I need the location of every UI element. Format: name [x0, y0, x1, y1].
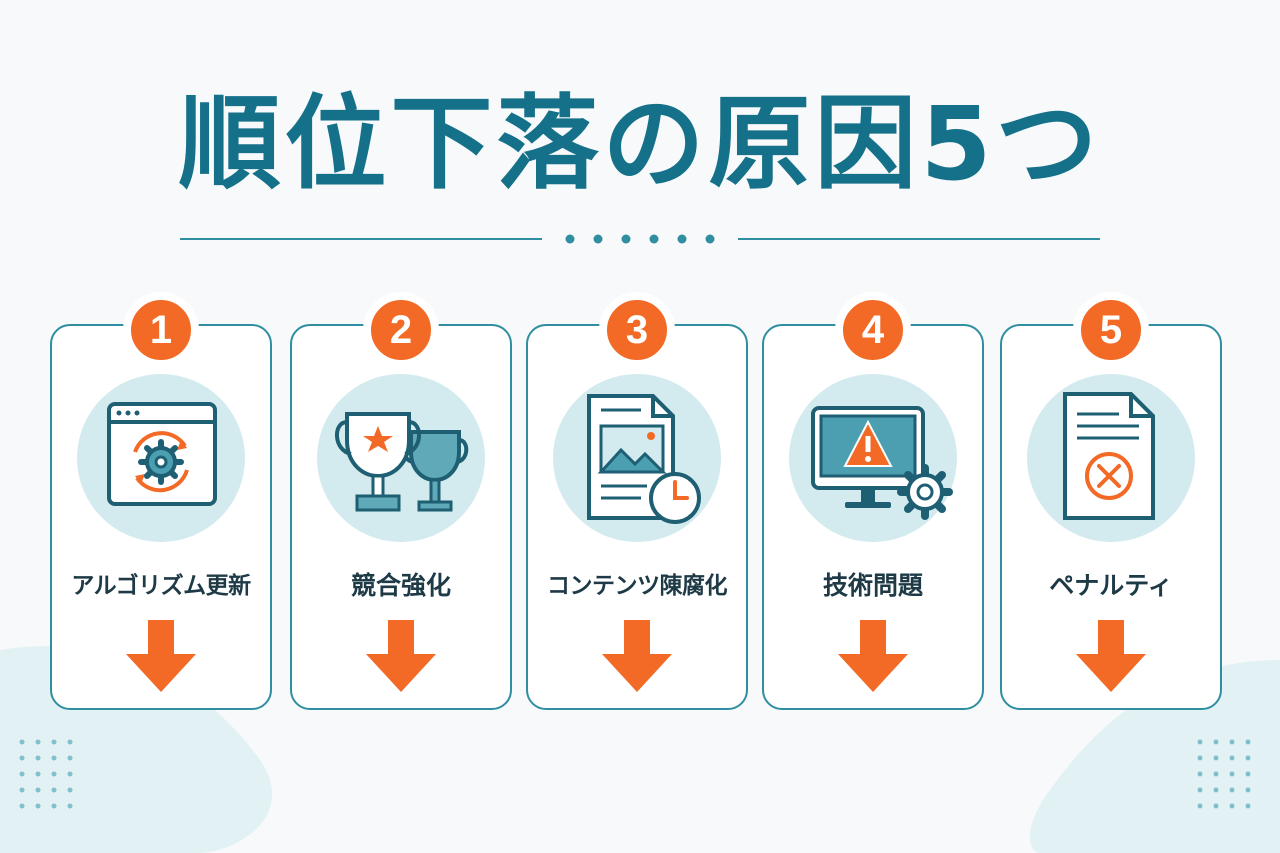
down-arrow-icon	[126, 620, 196, 692]
cause-label: 競合強化	[350, 571, 451, 600]
cause-label: コンテンツ陳腐化	[547, 573, 728, 599]
trophies-icon	[313, 370, 489, 546]
title-divider	[180, 234, 1100, 244]
number-badge: 2	[363, 292, 439, 368]
cause-label: ペナルティ	[1049, 571, 1173, 600]
monitor-warning-gear-icon	[785, 370, 961, 546]
dot-pattern-left	[19, 739, 73, 809]
number-badge: 3	[599, 292, 675, 368]
document-clock-icon	[549, 370, 725, 546]
page-title: 順位下落の原因5つ	[178, 85, 1102, 204]
number-badge: 1	[123, 292, 199, 368]
cause-card-3: 3 コンテンツ陳腐化	[526, 292, 748, 710]
cause-label: 技術問題	[822, 571, 923, 600]
cause-card-5: 5 ペナルティ	[1000, 292, 1222, 710]
number-badge: 5	[1073, 292, 1149, 368]
dot-pattern-right	[1197, 739, 1251, 809]
cause-card-4: 4 技術問題	[762, 292, 984, 710]
down-arrow-icon	[366, 620, 436, 692]
down-arrow-icon	[1076, 620, 1146, 692]
browser-gear-cycle-icon	[73, 370, 249, 546]
down-arrow-icon	[838, 620, 908, 692]
cause-label: アルゴリズム更新	[71, 573, 251, 599]
cause-card-2: 2 競合強化	[290, 292, 512, 710]
down-arrow-icon	[602, 620, 672, 692]
cause-card-1: 1 アルゴリズム更新	[50, 292, 272, 710]
document-error-icon	[1023, 370, 1199, 546]
number-badge: 4	[835, 292, 911, 368]
